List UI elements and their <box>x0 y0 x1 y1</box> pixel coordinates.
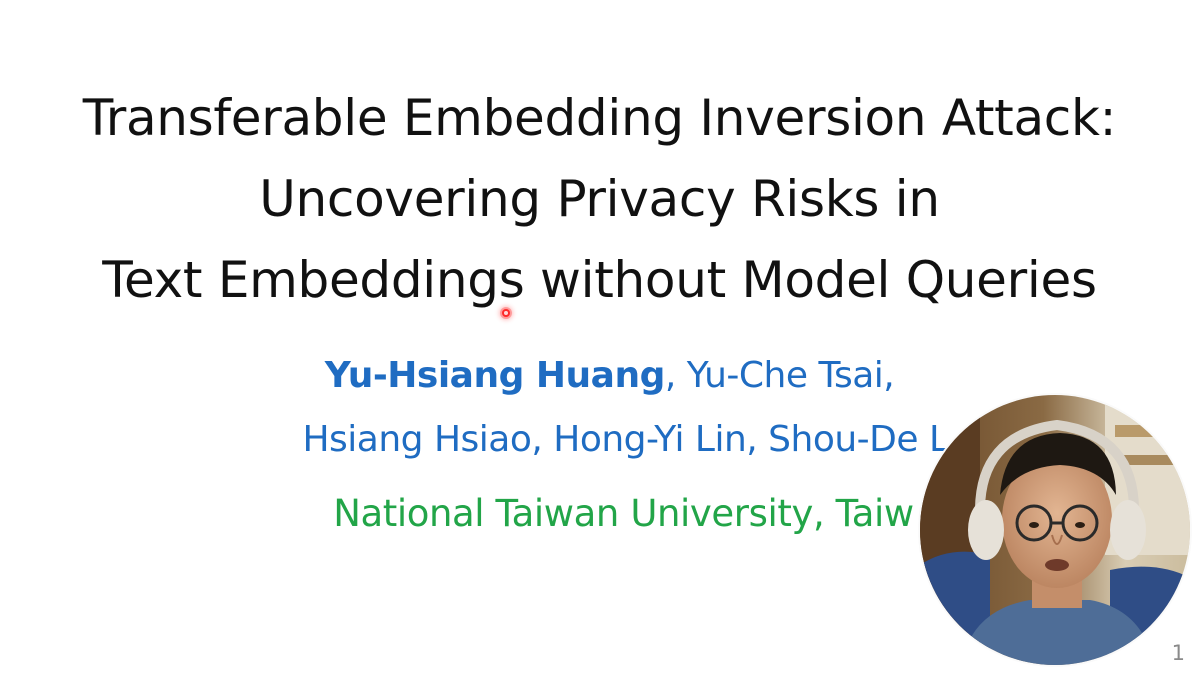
author-list: Yu-Hsiang Huang, Yu-Che Tsai, Hsiang Hsi… <box>0 350 1199 466</box>
coauthors-line-1: , Yu-Che Tsai, <box>664 355 895 396</box>
title-line-1: Transferable Embedding Inversion Attack: <box>82 89 1117 147</box>
coauthors-line-2: Hsiang Hsiao, Hong-Yi Lin, Shou-De L <box>302 419 949 460</box>
affiliation-text: National Taiwan University, Taiw <box>333 492 914 535</box>
title-line-3: Text Embeddings without Model Queries <box>102 251 1097 309</box>
author-row-1: Yu-Hsiang Huang, Yu-Che Tsai, <box>10 350 1199 402</box>
affiliation: National Taiwan University, Taiw <box>0 488 1199 540</box>
title-line-2: Uncovering Privacy Risks in <box>259 170 940 228</box>
presenter-name: Yu-Hsiang Huang <box>324 355 666 396</box>
presenter-webcam-icon <box>918 393 1192 667</box>
slide-title: Transferable Embedding Inversion Attack:… <box>0 78 1199 321</box>
webcam-video-frame <box>920 395 1190 665</box>
laser-pointer-icon <box>502 309 510 317</box>
page-number: 1 <box>1171 641 1185 665</box>
